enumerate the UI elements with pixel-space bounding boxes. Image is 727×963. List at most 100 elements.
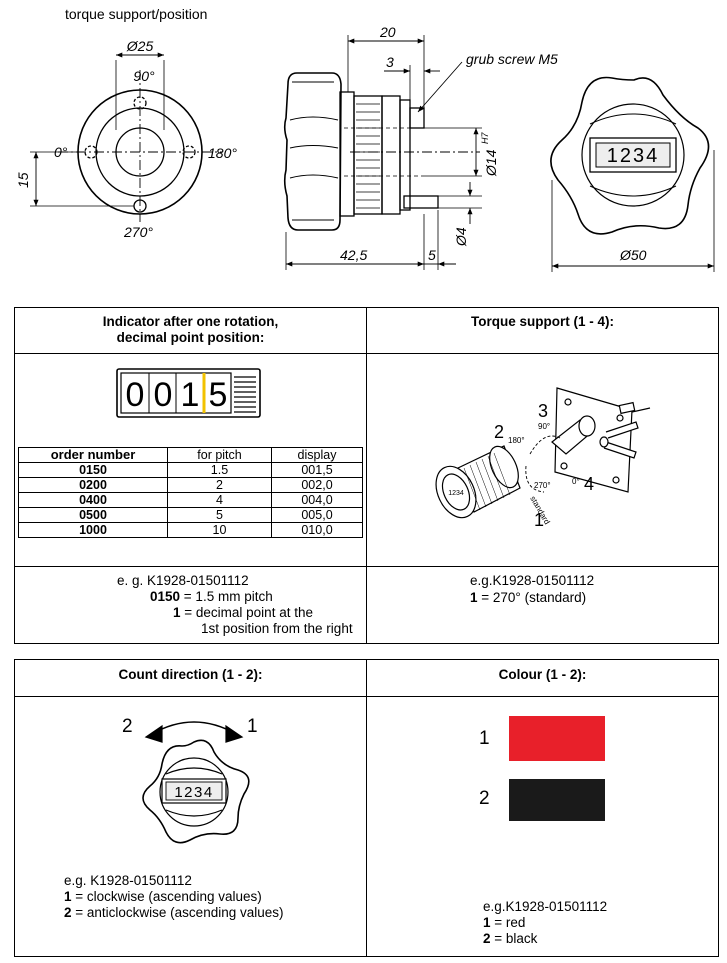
ex-text: = red (490, 915, 526, 930)
display-digit: 0 (154, 376, 173, 414)
swatch-label-1: 1 (479, 728, 490, 749)
dim-d3: 3 (386, 54, 394, 70)
cell-pitch: 5 (167, 507, 272, 523)
ex-code: 1 (470, 590, 478, 605)
dim-d50: Ø50 (619, 247, 647, 263)
table-row: 0500 5 005,0 (18, 507, 363, 523)
torque-label-180: 180° (508, 436, 525, 445)
swatch-label-2: 2 (479, 788, 490, 809)
cell-pitch: 4 (167, 492, 272, 508)
cell-display: 002,0 (271, 477, 363, 493)
dim-d4: Ø4 (453, 227, 469, 247)
cell-pitch: 1.5 (167, 462, 272, 478)
torque-label-90: 90° (538, 422, 550, 431)
ex-text: = decimal point at the (180, 605, 313, 620)
ex-code: 2 (483, 931, 491, 946)
display-digit: 0 (126, 376, 145, 414)
cell-order: 0150 (18, 462, 168, 478)
dim-grub-screw: grub screw M5 (466, 51, 558, 67)
technical-drawing: Ø25 90° 0° 180° 270° 15 20 3 grub screw … (15, 24, 715, 272)
torque-example-cell (366, 566, 719, 644)
indicator-header-line2: decimal point position: (116, 330, 265, 345)
cell-display: 010,0 (271, 522, 363, 538)
dim-d14-tolerance: H7 (480, 132, 490, 144)
ex-code: 0150 (150, 589, 181, 604)
torque-example-line1: 1 = 270° (standard) (470, 590, 586, 606)
knob-counter-digits: 1234 (607, 145, 660, 167)
ex-text: = 270° (standard) (477, 590, 587, 605)
ex-code: 1 (173, 605, 181, 620)
dim-a270: 270° (123, 224, 153, 240)
cell-display: 005,0 (271, 507, 363, 523)
colour-example: e.g.K1928-01501112 (483, 899, 608, 914)
table-row: 0400 4 004,0 (18, 492, 363, 508)
colour-header-cell (366, 659, 719, 697)
torque-header: Torque support (1 - 4): (471, 314, 614, 329)
table-row: 0150 1.5 001,5 (18, 462, 363, 478)
ex-code: 1 (64, 889, 72, 904)
cell-display: 004,0 (271, 492, 363, 508)
dim-d25: Ø25 (126, 38, 154, 54)
indicator-example-line1: 0150 = 1.5 mm pitch (150, 589, 273, 605)
ex-text: = clockwise (ascending values) (71, 889, 262, 904)
dim-a90: 90° (133, 68, 155, 84)
count-label-2: 2 (122, 716, 133, 737)
col-for-pitch: for pitch (167, 447, 272, 463)
order-table: order number for pitch display 0150 1.5 … (18, 447, 363, 538)
red-swatch (509, 716, 605, 761)
torque-label-1: 1 (534, 510, 544, 530)
colour-header: Colour (1 - 2): (498, 667, 587, 682)
torque-support-illustration: 1234 2 180° 3 90° 4 0° 270° standard 1 (435, 387, 651, 530)
dim-a0: 0° (54, 144, 68, 160)
dim-d15: 15 (15, 172, 31, 188)
torque-label-2: 2 (494, 422, 504, 442)
colour-example-line2: 2 = black (483, 931, 537, 947)
cell-order: 0200 (18, 477, 168, 493)
ex-code: 1 (483, 915, 491, 930)
indicator-example: e. g. K1928-01501112 (117, 573, 249, 588)
cell-pitch: 2 (167, 477, 272, 493)
cell-order: 1000 (18, 522, 168, 538)
indicator-header: Indicator after one rotation, decimal po… (14, 314, 367, 346)
torque-label-4: 4 (584, 474, 594, 494)
table-row: 1000 10 010,0 (18, 522, 363, 538)
cell-order: 0500 (18, 507, 168, 523)
dim-a180: 180° (208, 145, 237, 161)
torque-label-3: 3 (538, 401, 548, 421)
indicator-example-line2: 1 = decimal point at the (173, 605, 313, 621)
indicator-example-line3: 1st position from the right (201, 621, 353, 636)
count-example-line1: 1 = clockwise (ascending values) (64, 889, 262, 905)
ex-text: = black (490, 931, 538, 946)
drawing-caption: torque support/position (65, 6, 208, 22)
cell-pitch: 10 (167, 522, 272, 538)
count-counter-digits: 1234 (174, 784, 213, 801)
torque-counter-digits: 1234 (448, 490, 464, 497)
count-label-1: 1 (247, 716, 258, 737)
torque-example: e.g.K1928-01501112 (470, 573, 595, 588)
dim-d20: 20 (379, 24, 396, 40)
dim-d42: 42,5 (340, 247, 367, 263)
dim-d5: 5 (428, 247, 436, 263)
torque-label-0: 0° (572, 477, 580, 486)
count-direction-illustration: 1234 (142, 721, 250, 844)
count-header: Count direction (1 - 2): (118, 667, 263, 682)
table-row: 0200 2 002,0 (18, 477, 363, 493)
table-header-row: order number for pitch display (18, 447, 363, 463)
indicator-header-line1: Indicator after one rotation, (102, 314, 279, 329)
display-digit: 1 (181, 376, 200, 414)
col-display: display (271, 447, 363, 463)
cell-display: 001,5 (271, 462, 363, 478)
count-example: e.g. K1928-01501112 (64, 873, 192, 888)
ex-code: 2 (64, 905, 72, 920)
cell-order: 0400 (18, 492, 168, 508)
dim-d14: Ø14 (483, 149, 499, 177)
ex-text: = 1.5 mm pitch (180, 589, 273, 604)
display-digit: 5 (209, 376, 228, 414)
decimal-display: 0 0 1 5 (116, 368, 261, 418)
col-order-number: order number (18, 447, 168, 463)
colour-example-line1: 1 = red (483, 915, 525, 931)
torque-label-270: 270° (534, 481, 551, 490)
black-swatch (509, 779, 605, 821)
count-example-line2: 2 = anticlockwise (ascending values) (64, 905, 284, 921)
ex-text: = anticlockwise (ascending values) (71, 905, 284, 920)
